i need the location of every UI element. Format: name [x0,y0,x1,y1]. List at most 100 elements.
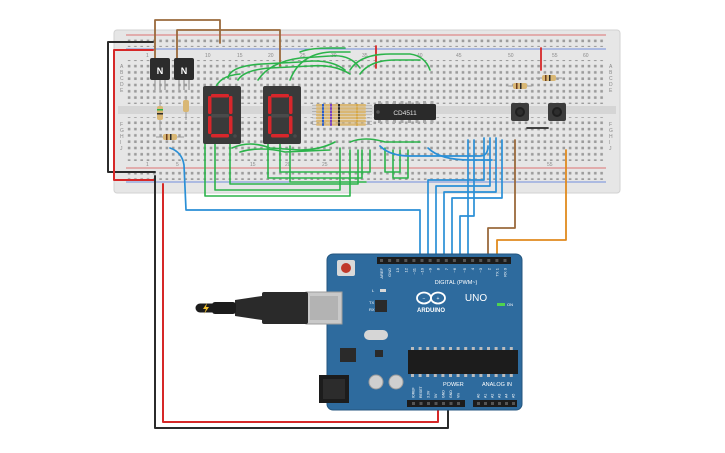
transistor-1[interactable]: N [150,58,170,90]
wire-brown-arduino[interactable] [487,139,516,259]
digital-pin-hole[interactable] [428,259,432,262]
bb-col-50: 50 [508,53,514,59]
wire-red-rail-top[interactable] [113,49,156,181]
digital-pin-hole[interactable] [380,259,383,262]
wire-brown-t1[interactable] [154,19,221,61]
power-pin-hole[interactable] [457,402,460,405]
analog-pin-label: A0 [477,394,481,398]
resistor-band [338,116,340,120]
digital-pin-hole[interactable] [436,259,440,262]
bb-row-letter: D [609,82,613,88]
digital-pin-hole[interactable] [471,259,475,262]
wire-black-gnd[interactable] [154,175,449,429]
segment-b [289,96,293,114]
mcu-pin [418,374,422,377]
digital-pin-hole[interactable] [444,259,448,262]
digital-pin-hole[interactable] [412,259,416,262]
mcu-pin [479,347,483,350]
digital-pin-hole[interactable] [479,259,483,262]
seven-segment-2-digit [268,94,297,138]
digital-pin-label: 7 [444,267,449,270]
power-jack[interactable] [319,375,349,403]
segment-a [271,94,289,98]
resistor-button-2[interactable] [536,75,562,81]
bb-col-5-bottom: 5 [176,162,179,168]
push-button-1[interactable] [511,103,529,121]
bb-row-letter: I [609,140,610,146]
resistor-band [338,123,340,126]
resistor-band [356,120,358,123]
ic-pin [423,101,426,104]
power-pin-hole[interactable] [412,402,415,405]
digital-pin-hole[interactable] [388,259,392,262]
bb-row-letter: E [609,88,613,94]
power-pin-hole[interactable] [442,402,445,405]
resistor-base-2[interactable] [183,96,189,120]
seven-segment-display-1[interactable]: 0 [0,0,241,144]
mcu-pin [502,374,506,377]
resistor-band [338,110,340,113]
bb-col-1-bottom: 1 [146,162,149,168]
analog-pin-hole[interactable] [512,402,515,405]
bb-col-20-bottom: 20 [285,162,291,168]
power-header[interactable] [407,400,465,407]
resistor-base-3[interactable] [156,134,184,140]
analog-pin-hole[interactable] [505,402,508,405]
wire-black-rail-top[interactable] [107,41,156,173]
power-pin-label: Vin [457,393,461,398]
resistor [316,113,366,117]
ic-pin [378,120,381,123]
power-pin-label: RESET [419,385,423,398]
segment-resistors[interactable] [312,104,372,126]
digital-pin-hole[interactable] [487,259,491,262]
bb-col-1: 1 [146,53,149,59]
power-pin-hole[interactable] [427,402,430,405]
power-pin-hole[interactable] [434,402,438,405]
mcu-pin [494,347,498,350]
wire-orange-arduino[interactable] [496,149,567,259]
bb-row-letter: J [120,146,123,152]
transistor-2[interactable]: N [174,58,194,90]
digital-label: DIGITAL (PWM~) [435,280,478,286]
mcu-pin [494,374,498,377]
digital-pin-hole[interactable] [463,259,466,262]
wire-brown-t2[interactable] [176,29,281,67]
analog-header[interactable] [473,400,517,407]
resistor-band [356,104,358,107]
cd4511-ic[interactable]: CD4511 [374,101,436,123]
bb-row-letter: H [609,134,613,140]
push-button-2[interactable] [548,103,566,121]
seven-segment-display-2[interactable]: 0 [0,0,301,144]
mcu-pin [441,347,445,350]
resistor-band [338,113,340,117]
usb-connector[interactable] [305,291,343,325]
wire-red-5v[interactable] [162,183,439,423]
mcu-pin [426,374,430,377]
resistor-button-1[interactable] [508,83,532,89]
resistor-base-1[interactable] [157,100,163,128]
digital-pin-hole[interactable] [396,259,400,262]
power-pin-hole[interactable] [419,402,423,405]
digital-pin-hole[interactable] [503,259,507,262]
arduino-logo: − + [416,291,446,305]
ic-pin [378,101,381,104]
analog-pin-hole[interactable] [498,402,501,405]
digital-header[interactable] [377,257,511,264]
analog-pin-hole[interactable] [477,402,480,405]
analog-pin-label: A3 [498,394,502,398]
analog-pin-hole[interactable] [484,402,487,405]
arduino-reset-button[interactable] [337,260,355,276]
digital-pin-hole[interactable] [404,259,408,262]
bb-row-letter: E [120,88,124,94]
analog-pin-hole[interactable] [491,402,494,405]
small-chip [375,350,383,357]
bb-col-10: 10 [205,53,211,59]
mcu-pin [479,374,483,377]
power-pin-hole[interactable] [449,402,453,405]
digital-pin-label: 12 [403,267,408,272]
power-pin-label: GND [449,390,453,398]
digital-pin-hole[interactable] [452,259,456,262]
digital-pin-hole[interactable] [420,259,424,262]
digital-pin-hole[interactable] [495,259,499,262]
